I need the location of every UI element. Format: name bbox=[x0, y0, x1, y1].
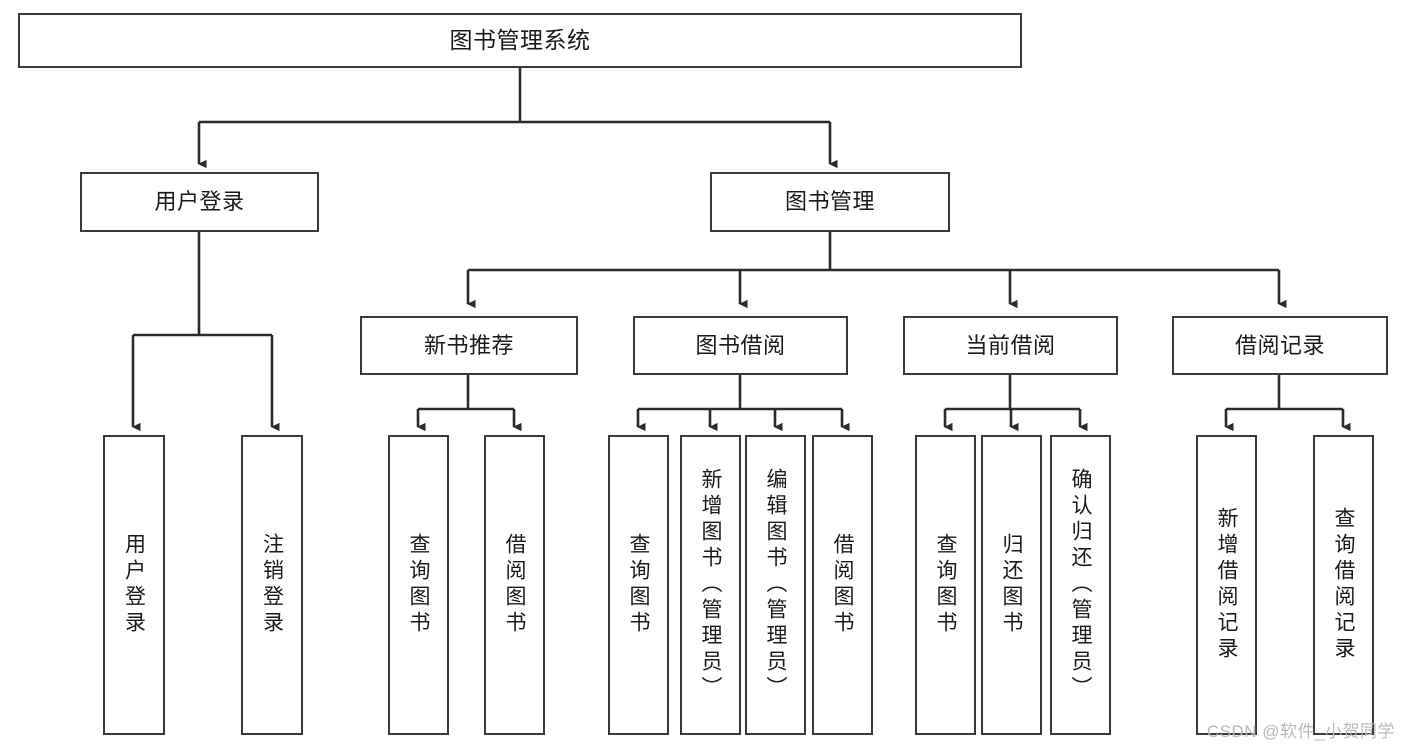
leaf-label: 借阅图书 bbox=[831, 533, 854, 637]
leaf-label: 新增借阅记录 bbox=[1215, 507, 1238, 663]
leaf-label: 借阅图书 bbox=[503, 533, 526, 637]
leaf-label: 编辑图书（管理员） bbox=[764, 468, 787, 702]
node-root-system[interactable]: 图书管理系统 bbox=[18, 13, 1022, 68]
node-label: 用户登录 bbox=[154, 189, 245, 215]
leaf-label: 查询借阅记录 bbox=[1332, 507, 1355, 663]
node-label: 图书借阅 bbox=[695, 332, 786, 358]
node-book-management[interactable]: 图书管理 bbox=[710, 172, 950, 232]
leaf-return-book[interactable]: 归还图书 bbox=[981, 435, 1042, 735]
leaf-label: 归还图书 bbox=[1000, 533, 1023, 637]
leaf-user-login[interactable]: 用户登录 bbox=[103, 435, 165, 735]
leaf-query-book-1[interactable]: 查询图书 bbox=[388, 435, 449, 735]
node-label: 借阅记录 bbox=[1234, 332, 1325, 358]
node-label: 图书管理系统 bbox=[449, 26, 591, 53]
node-borrow-record[interactable]: 借阅记录 bbox=[1172, 316, 1388, 375]
leaf-borrow-book-1[interactable]: 借阅图书 bbox=[484, 435, 545, 735]
node-book-borrow[interactable]: 图书借阅 bbox=[633, 316, 848, 375]
node-label: 新书推荐 bbox=[423, 332, 514, 358]
leaf-label: 查询图书 bbox=[627, 533, 650, 637]
node-label: 当前借阅 bbox=[965, 332, 1056, 358]
leaf-add-borrow-record[interactable]: 新增借阅记录 bbox=[1196, 435, 1257, 735]
node-user-login[interactable]: 用户登录 bbox=[80, 172, 319, 232]
node-new-book-recommend[interactable]: 新书推荐 bbox=[360, 316, 578, 375]
leaf-confirm-return[interactable]: 确认归还（管理员） bbox=[1050, 435, 1111, 735]
leaf-query-book-3[interactable]: 查询图书 bbox=[915, 435, 976, 735]
leaf-label: 查询图书 bbox=[934, 533, 957, 637]
leaf-label: 确认归还（管理员） bbox=[1069, 468, 1092, 702]
leaf-label: 用户登录 bbox=[122, 533, 146, 637]
leaf-logout-login[interactable]: 注销登录 bbox=[241, 435, 303, 735]
watermark: CSDN @软件_小贺同学 bbox=[1206, 722, 1395, 741]
leaf-query-borrow-record[interactable]: 查询借阅记录 bbox=[1313, 435, 1374, 735]
leaf-edit-book[interactable]: 编辑图书（管理员） bbox=[745, 435, 806, 735]
leaf-query-book-2[interactable]: 查询图书 bbox=[608, 435, 669, 735]
leaf-label: 新增图书（管理员） bbox=[699, 468, 722, 702]
leaf-borrow-book-2[interactable]: 借阅图书 bbox=[812, 435, 873, 735]
leaf-add-book[interactable]: 新增图书（管理员） bbox=[680, 435, 741, 735]
leaf-label: 查询图书 bbox=[407, 533, 430, 637]
leaf-label: 注销登录 bbox=[260, 533, 284, 637]
node-label: 图书管理 bbox=[784, 189, 875, 215]
node-current-borrow[interactable]: 当前借阅 bbox=[903, 316, 1118, 375]
